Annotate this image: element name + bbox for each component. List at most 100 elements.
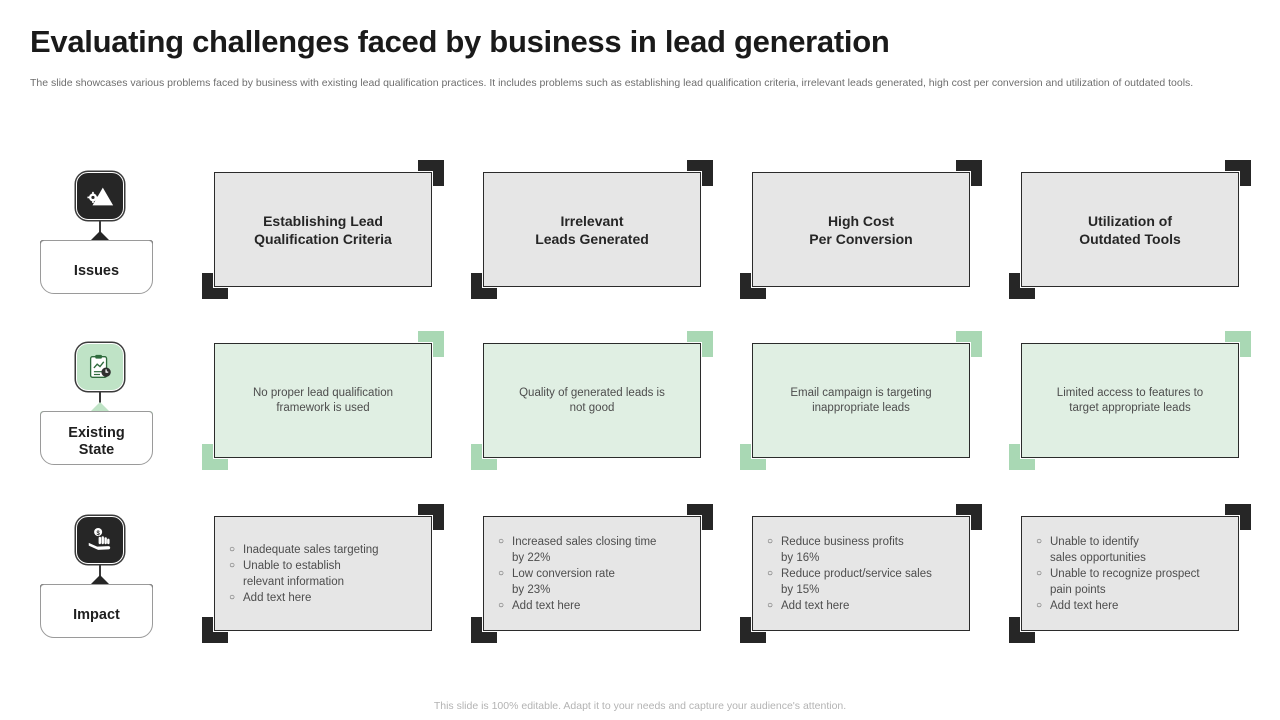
bullet-marker-icon: ○	[498, 567, 505, 579]
rail-pill-notch	[89, 575, 111, 586]
rail-pill-notch	[89, 402, 111, 413]
rail-label-issues[interactable]: Issues	[40, 240, 153, 294]
corner-bracket-top-right	[1225, 504, 1251, 530]
list-item-text: Add text here	[512, 599, 581, 612]
bullet-marker-icon: ○	[767, 567, 774, 579]
bullet-marker-icon: ○	[498, 599, 505, 611]
bullet-marker-icon: ○	[229, 591, 236, 603]
list-item-text: Inadequate sales targeting	[243, 543, 379, 556]
corner-bracket-top-right	[687, 504, 713, 530]
list-item: ○ Add text here	[1036, 598, 1228, 614]
corner-bracket-top-right	[1225, 331, 1251, 357]
list-item: ○ Add text here	[498, 598, 690, 614]
bullet-marker-icon: ○	[1036, 599, 1043, 611]
bullet-marker-icon: ○	[767, 599, 774, 611]
rail-label-impact[interactable]: Impact	[40, 584, 153, 638]
clipboard-chart-clock-icon	[76, 343, 124, 391]
bullet-marker-icon: ○	[767, 535, 774, 547]
bullet-marker-icon: ○	[498, 535, 505, 547]
list-item: ○ Inadequate sales targeting	[229, 542, 421, 558]
corner-bracket-bottom-left	[202, 617, 228, 643]
footer-note: This slide is 100% editable. Adapt it to…	[433, 700, 847, 712]
warning-gear-icon	[76, 172, 124, 220]
list-item: ○ Add text here	[767, 598, 959, 614]
corner-bracket-top-right	[418, 331, 444, 357]
corner-bracket-bottom-left	[471, 273, 497, 299]
card-impact-1[interactable]: ○ Inadequate sales targeting ○ Unable to es…	[202, 504, 444, 643]
bullet-marker-icon: ○	[229, 543, 236, 555]
corner-bracket-bottom-left	[740, 617, 766, 643]
corner-bracket-bottom-left	[471, 444, 497, 470]
corner-bracket-top-right	[956, 160, 982, 186]
svg-text:$: $	[96, 531, 100, 537]
corner-bracket-top-right	[956, 331, 982, 357]
corner-bracket-top-right	[1225, 160, 1251, 186]
hand-coin-icon: $	[76, 516, 124, 564]
corner-bracket-bottom-left	[202, 444, 228, 470]
corner-bracket-top-right	[418, 160, 444, 186]
bullet-marker-icon: ○	[1036, 567, 1043, 579]
corner-bracket-bottom-left	[1009, 273, 1035, 299]
rail-pill-notch	[89, 231, 111, 242]
corner-bracket-bottom-left	[1009, 444, 1035, 470]
list-item-text: Add text here	[781, 599, 850, 612]
corner-bracket-bottom-left	[202, 273, 228, 299]
page-subtitle: The slide showcases various problems fac…	[30, 77, 1194, 89]
page-title: Evaluating challenges faced by business …	[30, 24, 890, 59]
list-item-text: Add text here	[1050, 599, 1119, 612]
corner-bracket-top-right	[418, 504, 444, 530]
corner-bracket-bottom-left	[740, 444, 766, 470]
bullet-marker-icon: ○	[229, 559, 236, 571]
list-item-text: Add text here	[243, 591, 312, 604]
bullet-marker-icon: ○	[1036, 535, 1043, 547]
corner-bracket-bottom-left	[740, 273, 766, 299]
corner-bracket-bottom-left	[471, 617, 497, 643]
bullet-list: ○ Inadequate sales targeting ○ Unable to es…	[229, 542, 421, 606]
rail-label-text: Issues	[73, 262, 120, 279]
rail-label-text: Impact	[73, 606, 120, 623]
